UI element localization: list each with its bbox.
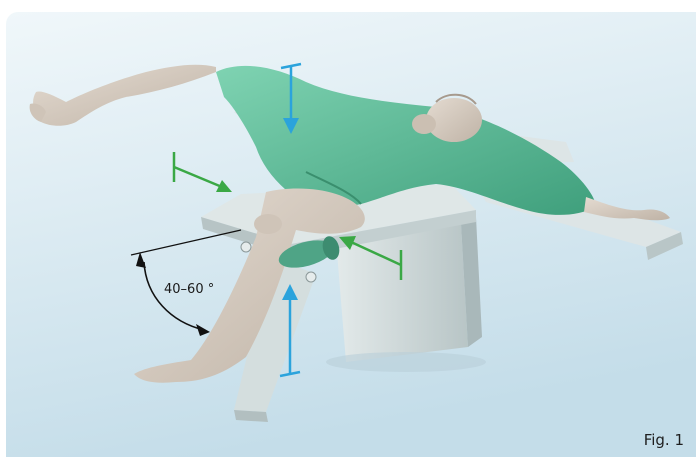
hinge-knob[interactable]	[306, 272, 316, 282]
figure-number: Fig. 1	[644, 431, 684, 449]
hinge-knob[interactable]	[241, 242, 251, 252]
angle-label: 40–60 °	[164, 282, 214, 297]
surgical-positioning-illustration	[6, 12, 696, 457]
figure-panel: 40–60 ° Fig. 1	[6, 12, 696, 457]
